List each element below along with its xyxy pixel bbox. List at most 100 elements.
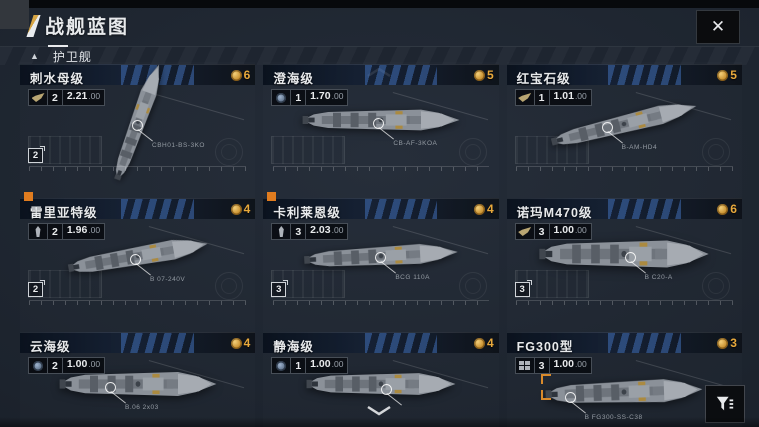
faction-emblem-icon bbox=[272, 358, 290, 373]
ship-name: 诺玛M470级 bbox=[516, 206, 593, 220]
title-divider bbox=[0, 46, 759, 47]
rating-badge: 3 bbox=[717, 336, 737, 350]
rating-badge: 6 bbox=[717, 202, 737, 216]
close-button[interactable]: ✕ bbox=[696, 10, 740, 44]
ruler-ticks bbox=[516, 300, 733, 307]
card-title-band: 诺玛M470级 6 bbox=[506, 198, 742, 220]
faction-ship-icon bbox=[516, 90, 534, 105]
ship-name: 静海级 bbox=[273, 340, 314, 354]
blueprint-card-yunhai[interactable]: 云海级 4 2 1.00.00 B.06 2x03 bbox=[20, 330, 256, 427]
blueprint-stat: 1 1.70.00 bbox=[271, 89, 349, 106]
blueprint-card-hongbaoshi[interactable]: 红宝石级 5 1 1.01.00 B-AM-HD4 bbox=[506, 62, 742, 196]
callout-text: B.06 2x03 bbox=[125, 404, 159, 411]
callout-circle bbox=[601, 122, 613, 133]
medal-icon bbox=[717, 203, 729, 215]
blueprint-stat: 2 2.21.00 bbox=[28, 89, 106, 106]
card-title-band: 刺水母级 6 bbox=[20, 64, 256, 86]
blueprint-card-leiliyate[interactable]: 雷里亚特级 4 2 1.96.00 B 07-240V bbox=[20, 192, 256, 330]
blueprint-count: 1 bbox=[290, 90, 307, 105]
schematic-decor bbox=[271, 136, 346, 164]
medal-icon bbox=[230, 337, 242, 349]
rating-value: 5 bbox=[486, 68, 494, 82]
blueprint-stat: 3 2.03.00 bbox=[271, 223, 349, 240]
titlebar: 战舰蓝图 bbox=[26, 12, 129, 39]
card-title-band: 红宝石级 5 bbox=[506, 64, 742, 86]
scroll-down-chevron-icon[interactable] bbox=[366, 403, 392, 421]
blueprint-count: 3 bbox=[533, 358, 550, 373]
stripe-decoration bbox=[607, 333, 681, 353]
rating-value: 5 bbox=[730, 68, 737, 82]
rating-value: 4 bbox=[243, 336, 251, 350]
rating-value: 4 bbox=[486, 202, 494, 216]
rating-value: 6 bbox=[243, 68, 251, 82]
card-title-band: 雷里亚特级 4 bbox=[20, 198, 256, 220]
medal-icon bbox=[230, 69, 242, 81]
tech-value: 1.00.00 bbox=[310, 358, 344, 370]
ship-name: 雷里亚特级 bbox=[30, 206, 98, 220]
target-bracket-icon bbox=[540, 374, 557, 400]
blueprint-card-cishuimu[interactable]: 刺水母级 6 2 2.21.00 CBH01-BS-3KO bbox=[20, 61, 256, 196]
blueprint-card-fg300[interactable]: FG300型 3 3 1.00.00 B FG300-SS-C38 bbox=[506, 330, 742, 427]
stripe-decoration bbox=[607, 65, 681, 85]
faction-emblem-icon bbox=[29, 358, 47, 373]
callout-text: B 07-240V bbox=[150, 276, 186, 283]
medal-icon bbox=[473, 337, 485, 349]
section-header-frigate[interactable]: ▲ 护卫舰 bbox=[0, 47, 759, 65]
corner-count: 3 bbox=[271, 280, 289, 297]
medal-icon bbox=[230, 203, 242, 215]
blueprint-stat: 1 1.01.00 bbox=[514, 89, 592, 106]
rating-badge: 6 bbox=[230, 68, 251, 82]
callout-text: B-AM-HD4 bbox=[621, 144, 658, 151]
card-title-band: 静海级 4 bbox=[263, 332, 499, 354]
blueprint-count: 2 bbox=[47, 224, 63, 239]
corner-decoration bbox=[0, 0, 29, 29]
blueprint-card-jinghai[interactable]: 静海级 4 1 1.00.00 bbox=[263, 330, 499, 427]
rating-badge: 5 bbox=[717, 68, 737, 82]
faction-statue-icon bbox=[29, 224, 47, 239]
blueprint-stat: 3 1.00.00 bbox=[514, 223, 592, 240]
callout-text: B C20-A bbox=[644, 274, 673, 281]
medal-icon bbox=[473, 203, 485, 215]
callout-circle bbox=[624, 252, 636, 263]
callout-text: BCG 110A bbox=[395, 274, 430, 281]
blueprint-card-chenghai[interactable]: 澄海级 5 1 1.70.00 CB-AF-3KOA bbox=[263, 62, 499, 196]
ruler-ticks bbox=[29, 166, 246, 173]
medal-icon bbox=[717, 69, 729, 81]
ruler-ticks bbox=[272, 300, 490, 307]
faction-statue-icon bbox=[272, 224, 290, 239]
blueprint-card-nuomam470[interactable]: 诺玛M470级 6 3 1.00.00 B C20-A bbox=[506, 196, 742, 330]
medal-icon bbox=[473, 69, 485, 81]
ruler-ticks bbox=[516, 166, 733, 173]
rating-value: 4 bbox=[243, 202, 251, 216]
faction-ship-icon bbox=[516, 224, 534, 239]
ruler-ticks bbox=[29, 300, 246, 307]
faction-ship-icon bbox=[29, 90, 47, 105]
rating-badge: 4 bbox=[230, 336, 251, 350]
tech-value: 1.00.00 bbox=[553, 358, 587, 370]
tech-value: 1.00.00 bbox=[66, 358, 101, 370]
funnel-icon bbox=[716, 396, 734, 411]
rating-badge: 4 bbox=[473, 202, 494, 216]
stripe-decoration bbox=[607, 199, 681, 219]
callout-text: B FG300-SS-C38 bbox=[584, 414, 643, 421]
faction-grid-icon bbox=[516, 358, 534, 373]
blueprint-stat: 1 1.00.00 bbox=[271, 357, 349, 374]
filter-button[interactable] bbox=[705, 385, 745, 423]
rating-badge: 4 bbox=[473, 336, 494, 350]
new-marker bbox=[24, 192, 33, 201]
corner-count: 3 bbox=[514, 280, 532, 297]
rating-value: 4 bbox=[486, 336, 494, 350]
card-title-band: FG300型 3 bbox=[506, 332, 742, 354]
callout-circle bbox=[564, 392, 576, 403]
blueprint-stat: 2 1.00.00 bbox=[28, 357, 106, 374]
rating-value: 6 bbox=[730, 202, 737, 216]
stripe-decoration bbox=[121, 333, 195, 353]
blueprint-card-kalilaien[interactable]: 卡利莱恩级 4 3 2.03.00 BCG 110A bbox=[263, 192, 499, 330]
card-title-band: 云海级 4 bbox=[20, 332, 256, 354]
top-letterbox bbox=[0, 0, 759, 8]
stripe-decoration bbox=[121, 199, 195, 219]
blueprint-count: 2 bbox=[47, 90, 63, 105]
schematic-circle bbox=[701, 138, 730, 166]
schematic-circle bbox=[701, 272, 730, 300]
